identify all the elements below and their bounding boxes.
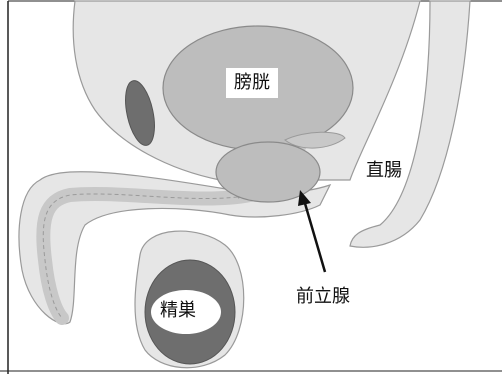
prostate-arrow-line [304,200,325,272]
testis-label: 精巣 [160,302,196,320]
prostate-label: 前立腺 [296,288,350,306]
rectum-label: 直腸 [366,162,402,180]
bladder-label: 膀胱 [226,68,278,98]
prostate-shape [216,142,320,202]
